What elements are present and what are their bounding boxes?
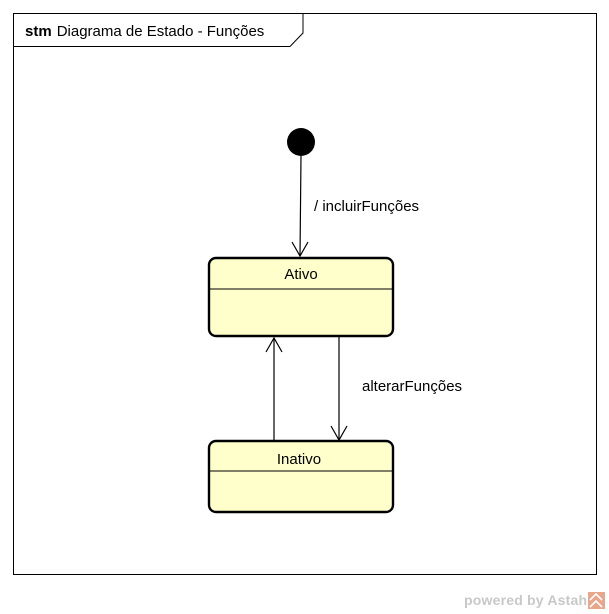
- state-ativo[interactable]: Ativo: [207, 256, 395, 338]
- astah-logo-icon: [588, 592, 605, 609]
- frame-title: stm Diagrama de Estado - Funções: [25, 23, 264, 40]
- transition-label-alterar: alterarFunções: [362, 378, 462, 395]
- state-ativo-name: Ativo: [284, 266, 317, 283]
- frame-keyword: stm: [25, 23, 52, 40]
- transition-label-incluir: / incluirFunções: [314, 198, 419, 215]
- state-inativo-name: Inativo: [277, 451, 321, 468]
- powered-by-watermark: powered by Astah: [464, 592, 588, 608]
- frame-title-text: Diagrama de Estado - Funções: [57, 23, 265, 40]
- arrowhead-inativo-to-ativo: [265, 336, 283, 353]
- frame-title-tab: [13, 13, 304, 47]
- transition-initial-to-ativo[interactable]: [299, 155, 302, 257]
- arrowhead-initial-to-ativo: [291, 241, 309, 258]
- state-inativo[interactable]: Inativo: [207, 439, 395, 514]
- initial-state[interactable]: [287, 128, 315, 156]
